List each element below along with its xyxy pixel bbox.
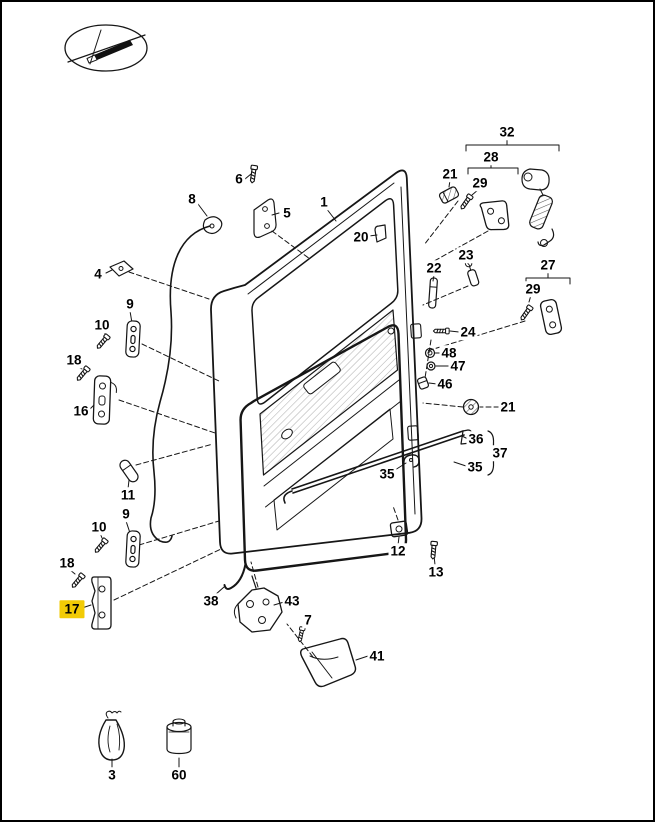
part-callout-38[interactable]: 38 <box>201 593 221 609</box>
mount-bracket-43 <box>233 575 283 633</box>
part-callout-48[interactable]: 48 <box>439 345 459 361</box>
bracket-5 <box>253 198 277 239</box>
part-callout-23[interactable]: 23 <box>456 247 476 263</box>
part-callout-37[interactable]: 37 <box>490 445 510 461</box>
part-callout-6[interactable]: 6 <box>233 171 245 187</box>
part-callout-20[interactable]: 20 <box>351 229 371 245</box>
part-callout-12[interactable]: 12 <box>388 543 408 559</box>
window-opening <box>251 198 399 405</box>
door-panel <box>210 169 423 555</box>
nut-48 <box>424 347 436 359</box>
part-callout-36[interactable]: 36 <box>466 431 486 447</box>
cover-41 <box>300 637 357 688</box>
washer-47 <box>426 361 436 371</box>
roller-21-upper <box>438 186 460 204</box>
part-callout-18[interactable]: 18 <box>64 352 84 368</box>
part-callout-32[interactable]: 32 <box>497 124 517 140</box>
part-callout-10[interactable]: 10 <box>89 519 109 535</box>
part-callout-29[interactable]: 29 <box>470 175 490 191</box>
clip-35 <box>403 454 420 468</box>
part-callout-46[interactable]: 46 <box>435 376 455 392</box>
part-callout-9[interactable]: 9 <box>124 296 136 312</box>
part-callout-9[interactable]: 9 <box>120 506 132 522</box>
strip-22 <box>428 277 438 309</box>
part-callout-35[interactable]: 35 <box>465 459 485 475</box>
plastic-bag-3 <box>98 710 126 761</box>
part-callout-21[interactable]: 21 <box>440 166 460 182</box>
part-callout-29[interactable]: 29 <box>523 281 543 297</box>
part-callout-60[interactable]: 60 <box>169 767 189 783</box>
hinge-bracket-16 <box>92 375 117 425</box>
latch-plate-28 <box>479 200 510 231</box>
roller-pin-11 <box>119 459 139 483</box>
part-callout-1[interactable]: 1 <box>318 194 330 210</box>
stop-block-12 <box>389 520 409 538</box>
part-callout-10[interactable]: 10 <box>92 317 112 333</box>
part-callout-24[interactable]: 24 <box>458 324 478 340</box>
door-hook-20 <box>374 224 387 243</box>
bracket-17 <box>91 576 112 630</box>
publisher-logo-icon <box>64 24 148 72</box>
spacer-4 <box>109 260 134 277</box>
part-callout-16[interactable]: 16 <box>71 403 91 419</box>
part-callout-35[interactable]: 35 <box>377 466 397 482</box>
part-callout-28[interactable]: 28 <box>481 149 501 165</box>
part-callout-8[interactable]: 8 <box>186 191 198 207</box>
part-callout-22[interactable]: 22 <box>424 260 444 276</box>
leader-lines <box>68 138 571 769</box>
hinge-27 <box>539 298 563 336</box>
door-check-cable <box>149 216 223 543</box>
part-callout-18[interactable]: 18 <box>57 555 77 571</box>
part-callout-41[interactable]: 41 <box>367 648 387 664</box>
part-callout-21[interactable]: 21 <box>498 399 518 415</box>
grease-can-60 <box>166 718 192 755</box>
part-callout-5[interactable]: 5 <box>281 205 293 221</box>
part-callout-43[interactable]: 43 <box>282 593 302 609</box>
part-callout-17[interactable]: 17 <box>59 600 85 618</box>
part-callout-11[interactable]: 11 <box>118 487 138 503</box>
part-callout-3[interactable]: 3 <box>106 767 118 783</box>
part-callout-13[interactable]: 13 <box>426 564 446 580</box>
part-callout-7[interactable]: 7 <box>302 612 314 628</box>
grommet-46 <box>416 376 430 390</box>
lock-actuator-32 <box>521 168 555 247</box>
part-callout-27[interactable]: 27 <box>538 257 558 273</box>
part-callout-4[interactable]: 4 <box>92 266 104 282</box>
knob-21-mid <box>462 398 480 416</box>
part-callout-47[interactable]: 47 <box>448 358 468 374</box>
